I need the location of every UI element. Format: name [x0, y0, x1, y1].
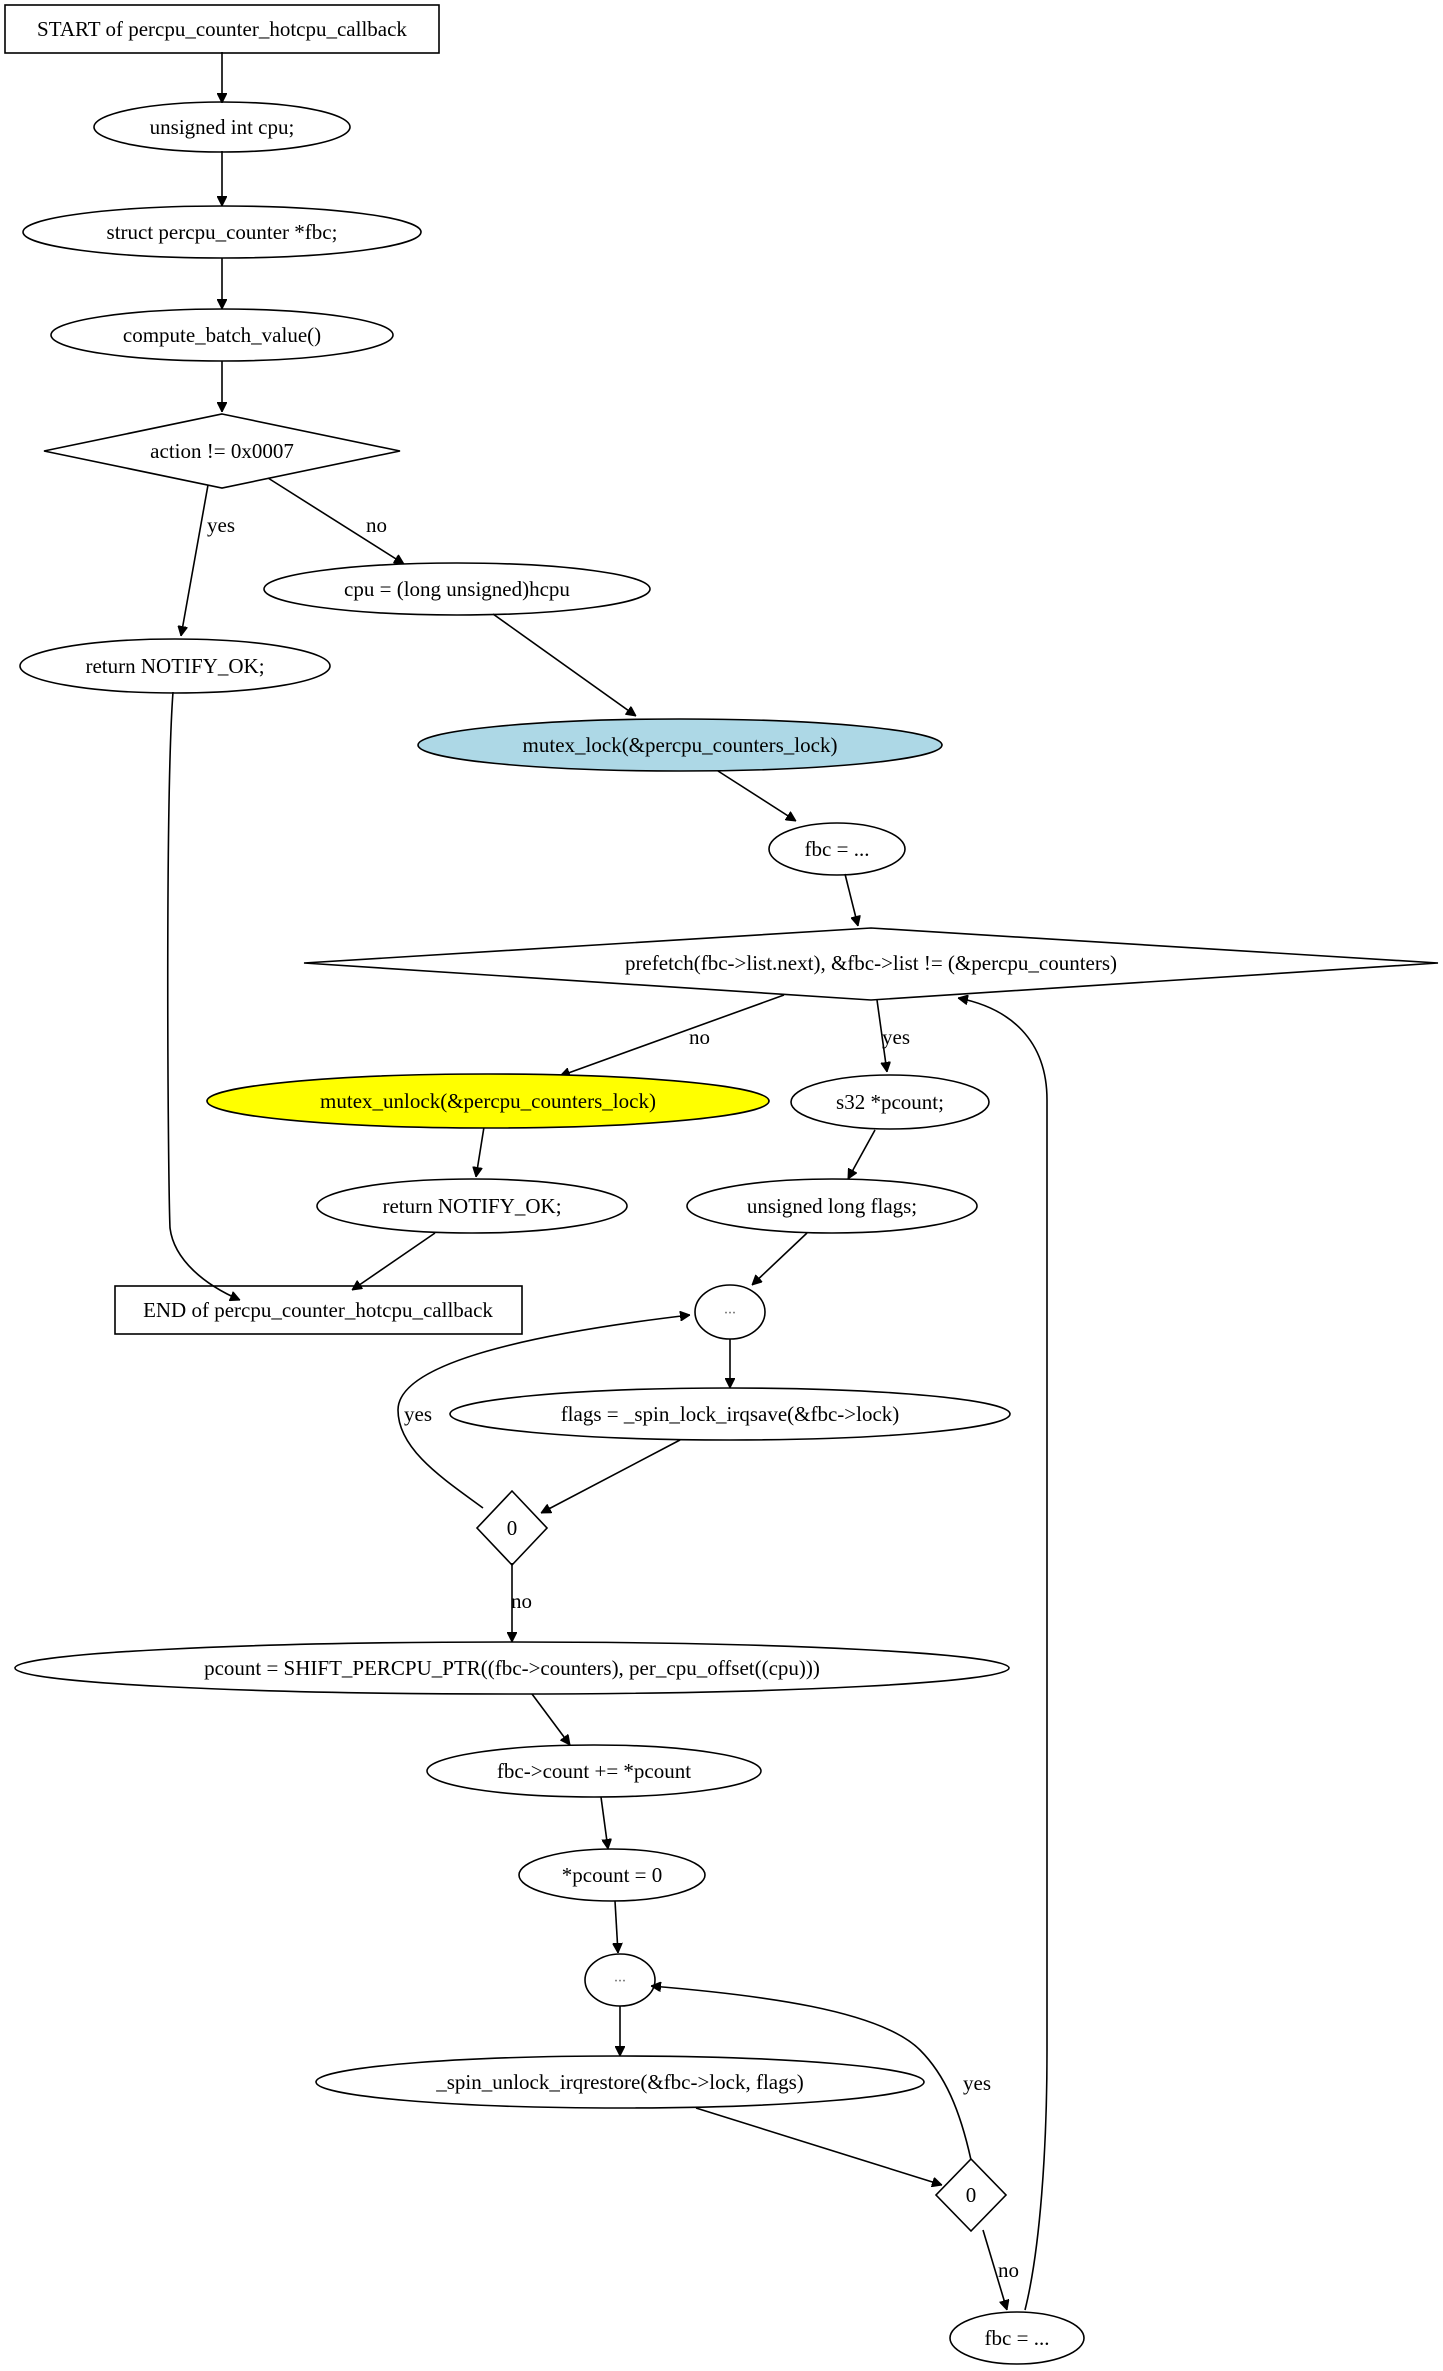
- fbc-decl-node: struct percpu_counter *fbc;: [22, 205, 422, 259]
- s32-node: s32 *pcount;: [790, 1074, 990, 1130]
- edge-spin-unlock-to-zero2: [695, 2107, 942, 2185]
- svg-text:unsigned long flags;: unsigned long flags;: [747, 1194, 917, 1218]
- svg-text:fbc->count += *pcount: fbc->count += *pcount: [497, 1759, 691, 1783]
- svg-text:unsigned int cpu;: unsigned int cpu;: [150, 115, 295, 139]
- nodes: START of percpu_counter_hotcpu_callback …: [4, 4, 1439, 2365]
- edge-flags-decl-to-dots1: [752, 1232, 808, 1285]
- edge-prefetch-yes: [876, 999, 887, 1072]
- edge-fbc1-to-prefetch: [844, 873, 858, 926]
- edge-zero2-yes: [651, 1986, 972, 2161]
- svg-text:...: ...: [724, 1301, 736, 1318]
- edge-label-action-no: no: [366, 513, 387, 537]
- svg-text:pcount = SHIFT_PERCPU_PTR((fbc: pcount = SHIFT_PERCPU_PTR((fbc->counters…: [204, 1656, 820, 1680]
- edge-label-zero2-yes: yes: [963, 2071, 991, 2095]
- cpu-decl-node: unsigned int cpu;: [93, 101, 351, 153]
- svg-text:action != 0x0007: action != 0x0007: [150, 439, 294, 463]
- return1-node: return NOTIFY_OK;: [19, 638, 331, 694]
- svg-text:prefetch(fbc->list.next), &fbc: prefetch(fbc->list.next), &fbc->list != …: [625, 951, 1117, 975]
- svg-text:fbc = ...: fbc = ...: [805, 837, 870, 861]
- edge-labels: yes no no yes yes no yes no: [207, 513, 1019, 2282]
- edge-s32-to-flags-decl: [847, 1129, 876, 1179]
- svg-text:fbc = ...: fbc = ...: [985, 2326, 1050, 2350]
- edge-label-action-yes: yes: [207, 513, 235, 537]
- edge-mutex-lock-to-fbc1: [717, 770, 796, 822]
- edge-count-add-to-pcount-zero: [600, 1796, 608, 1849]
- edge-spin-lock-to-zero1: [541, 1439, 681, 1514]
- svg-text:s32 *pcount;: s32 *pcount;: [836, 1090, 944, 1114]
- fbc2-node: fbc = ...: [949, 2311, 1085, 2365]
- edge-pcount-assign-to-count-add: [531, 1693, 570, 1745]
- pcount-assign-node: pcount = SHIFT_PERCPU_PTR((fbc->counters…: [14, 1641, 1010, 1695]
- compute-node: compute_batch_value(): [50, 308, 394, 362]
- dots1-node: ...: [694, 1284, 766, 1340]
- edge-label-prefetch-yes: yes: [882, 1025, 910, 1049]
- edge-cpu-assign-to-mutex-lock: [492, 613, 636, 717]
- svg-text:_spin_unlock_irqrestore(&fbc->: _spin_unlock_irqrestore(&fbc->lock, flag…: [435, 2070, 804, 2094]
- svg-text:compute_batch_value(): compute_batch_value(): [123, 323, 321, 347]
- prefetch-decision: prefetch(fbc->list.next), &fbc->list != …: [303, 927, 1439, 1001]
- svg-text:flags = _spin_lock_irqsave(&fb: flags = _spin_lock_irqsave(&fbc->lock): [561, 1402, 900, 1426]
- edge-action-yes: [181, 484, 209, 636]
- svg-text:*pcount = 0: *pcount = 0: [562, 1863, 663, 1887]
- spin-lock-node: flags = _spin_lock_irqsave(&fbc->lock): [449, 1387, 1011, 1441]
- svg-text:...: ...: [614, 1969, 626, 1986]
- edge-zero1-yes: [397, 1315, 690, 1509]
- edge-prefetch-no: [560, 994, 785, 1076]
- count-add-node: fbc->count += *pcount: [426, 1744, 762, 1798]
- svg-text:0: 0: [507, 1516, 518, 1540]
- svg-text:END of percpu_counter_hotcpu_c: END of percpu_counter_hotcpu_callback: [143, 1298, 493, 1322]
- mutex-unlock-node: mutex_unlock(&percpu_counters_lock): [206, 1073, 770, 1129]
- flags-decl-node: unsigned long flags;: [686, 1178, 978, 1234]
- edge-action-no: [267, 477, 404, 565]
- end-node: END of percpu_counter_hotcpu_callback: [114, 1285, 523, 1335]
- zero2-decision: 0: [934, 2157, 1008, 2233]
- fbc1-node: fbc = ...: [768, 822, 906, 876]
- svg-text:cpu = (long unsigned)hcpu: cpu = (long unsigned)hcpu: [344, 577, 570, 601]
- svg-text:START of percpu_counter_hotcpu: START of percpu_counter_hotcpu_callback: [37, 17, 407, 41]
- cpu-assign-node: cpu = (long unsigned)hcpu: [263, 562, 651, 616]
- svg-text:mutex_lock(&percpu_counters_lo: mutex_lock(&percpu_counters_lock): [523, 733, 838, 757]
- edge-return2-to-end: [352, 1232, 436, 1291]
- pcount-zero-node: *pcount = 0: [518, 1848, 706, 1902]
- edges: [166, 52, 1048, 2311]
- edge-mutex-unlock-to-return2: [476, 1126, 485, 1177]
- edge-label-prefetch-no: no: [689, 1025, 710, 1049]
- edge-label-zero2-no: no: [998, 2258, 1019, 2282]
- svg-text:return NOTIFY_OK;: return NOTIFY_OK;: [85, 654, 264, 678]
- svg-text:struct percpu_counter *fbc;: struct percpu_counter *fbc;: [107, 220, 338, 244]
- action-decision: action != 0x0007: [43, 413, 401, 489]
- edge-pcount-zero-to-dots2: [615, 1900, 618, 1953]
- edge-return1-to-end: [166, 691, 240, 1300]
- svg-text:mutex_unlock(&percpu_counters_: mutex_unlock(&percpu_counters_lock): [320, 1089, 656, 1113]
- edge-zero2-no: [982, 2229, 1007, 2310]
- mutex-lock-node: mutex_lock(&percpu_counters_lock): [417, 718, 943, 772]
- dots2-node: ...: [584, 1953, 656, 2007]
- edge-label-zero1-yes: yes: [404, 1402, 432, 1426]
- svg-text:0: 0: [966, 2183, 977, 2207]
- svg-text:return NOTIFY_OK;: return NOTIFY_OK;: [382, 1194, 561, 1218]
- zero1-decision: 0: [475, 1489, 549, 1567]
- edge-label-zero1-no: no: [511, 1589, 532, 1613]
- spin-unlock-node: _spin_unlock_irqrestore(&fbc->lock, flag…: [315, 2055, 925, 2109]
- edge-fbc2-to-prefetch: [958, 998, 1048, 2311]
- return2-node: return NOTIFY_OK;: [316, 1178, 628, 1234]
- start-node: START of percpu_counter_hotcpu_callback: [4, 4, 440, 54]
